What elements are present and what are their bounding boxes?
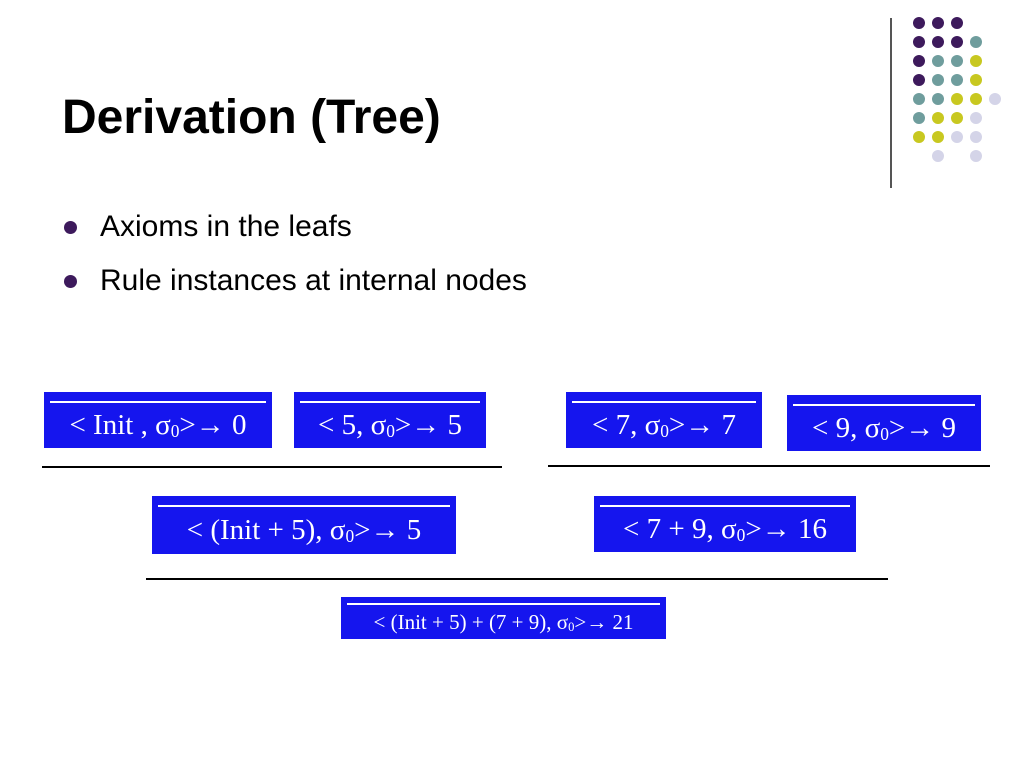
formula-bar <box>600 505 850 507</box>
formula-subscript: 0 <box>568 620 575 634</box>
dot <box>932 17 944 29</box>
dot <box>951 55 963 67</box>
axiom-bar <box>50 401 266 403</box>
formula-pre: < 9, σ <box>811 412 881 444</box>
formula-pre: < Init , σ <box>69 409 171 441</box>
bullet-item: Rule instances at internal nodes <box>62 254 527 308</box>
dot <box>951 93 963 105</box>
bullet-text: Axioms in the leafs <box>100 210 352 243</box>
bullet-icon <box>64 275 77 288</box>
dot <box>951 74 963 86</box>
dot <box>970 93 982 105</box>
formula-post: >→ 7 <box>668 409 737 441</box>
dot <box>913 112 925 124</box>
slide-title: Derivation (Tree) <box>62 91 441 144</box>
formula-subscript: 0 <box>880 424 889 444</box>
formula-subscript: 0 <box>170 421 180 441</box>
dot <box>932 93 944 105</box>
formula-pre: < 5, σ <box>317 409 387 441</box>
dot <box>932 36 944 48</box>
dot <box>913 17 925 29</box>
formula-pre: < 7 + 9, σ <box>623 513 737 545</box>
dot <box>913 93 925 105</box>
axiom-bar <box>300 401 480 403</box>
bullet-item: Axioms in the leafs <box>62 200 527 254</box>
dot <box>951 17 963 29</box>
inference-line-root <box>146 578 888 580</box>
decorative-dot-grid <box>913 17 1001 162</box>
formula-post: >→ 0 <box>179 409 247 441</box>
inference-line-left <box>42 466 502 468</box>
dot <box>989 93 1001 105</box>
dot <box>913 55 925 67</box>
axiom-bar <box>572 401 756 403</box>
dot <box>932 131 944 143</box>
dot <box>970 112 982 124</box>
formula-post: >→ 21 <box>574 610 634 634</box>
formula-post: >→ 9 <box>888 412 957 444</box>
dot <box>951 36 963 48</box>
dot <box>970 36 982 48</box>
dot <box>913 74 925 86</box>
dot <box>932 74 944 86</box>
formula-pre: < 7, σ <box>591 409 661 441</box>
formula-subscript: 0 <box>345 526 355 546</box>
dot <box>970 150 982 162</box>
formula-subscript: 0 <box>736 525 746 545</box>
formula-bar <box>347 603 660 605</box>
bullet-text: Rule instances at internal nodes <box>100 264 527 297</box>
formula-post: >→ 16 <box>745 513 827 545</box>
formula-subscript: 0 <box>386 421 395 441</box>
dot <box>932 150 944 162</box>
formula-subscript: 0 <box>660 421 669 441</box>
bullet-icon <box>64 221 77 234</box>
dot <box>970 131 982 143</box>
bullet-list: Axioms in the leafs Rule instances at in… <box>62 200 527 308</box>
dot <box>951 131 963 143</box>
dot <box>932 112 944 124</box>
axiom-bar <box>793 404 975 406</box>
formula-post: >→ 5 <box>394 409 463 441</box>
formula-pre: < (Init + 5), σ <box>186 514 346 546</box>
formula-post: >→ 5 <box>354 514 422 546</box>
formula-pre: < (Init + 5) + (7 + 9), σ <box>373 610 569 634</box>
dot <box>970 74 982 86</box>
dot <box>951 112 963 124</box>
dot <box>913 131 925 143</box>
dot <box>913 36 925 48</box>
inference-line-right <box>548 465 990 467</box>
dot <box>970 55 982 67</box>
header-divider <box>890 18 892 188</box>
formula-bar <box>158 505 450 507</box>
dot <box>932 55 944 67</box>
